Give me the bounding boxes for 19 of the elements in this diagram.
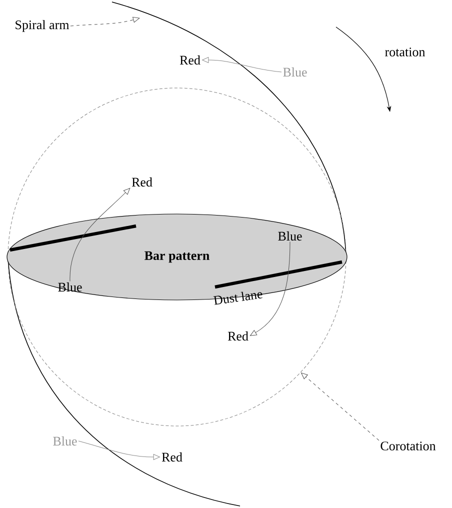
text-label: Red bbox=[180, 55, 200, 65]
text-label: Blue bbox=[283, 67, 307, 77]
text-label: Blue bbox=[53, 436, 77, 446]
text-label: Blue bbox=[278, 231, 302, 241]
text-label: Red bbox=[228, 331, 248, 341]
arrow bbox=[78, 440, 160, 460]
text-label: Blue bbox=[58, 282, 82, 292]
text-label: Corotation bbox=[380, 442, 436, 450]
leader-line bbox=[301, 372, 380, 441]
arrow bbox=[70, 188, 130, 282]
text-label: Dust lane bbox=[213, 292, 262, 305]
text-label: rotation bbox=[385, 48, 426, 56]
corotation-circle bbox=[8, 88, 346, 426]
text-label: Red bbox=[162, 452, 182, 462]
text-label: Spiral arm bbox=[16, 20, 70, 32]
leader-line bbox=[70, 16, 140, 26]
text-label: Red bbox=[132, 177, 152, 187]
arrow bbox=[202, 57, 282, 72]
arrow bbox=[250, 242, 290, 336]
